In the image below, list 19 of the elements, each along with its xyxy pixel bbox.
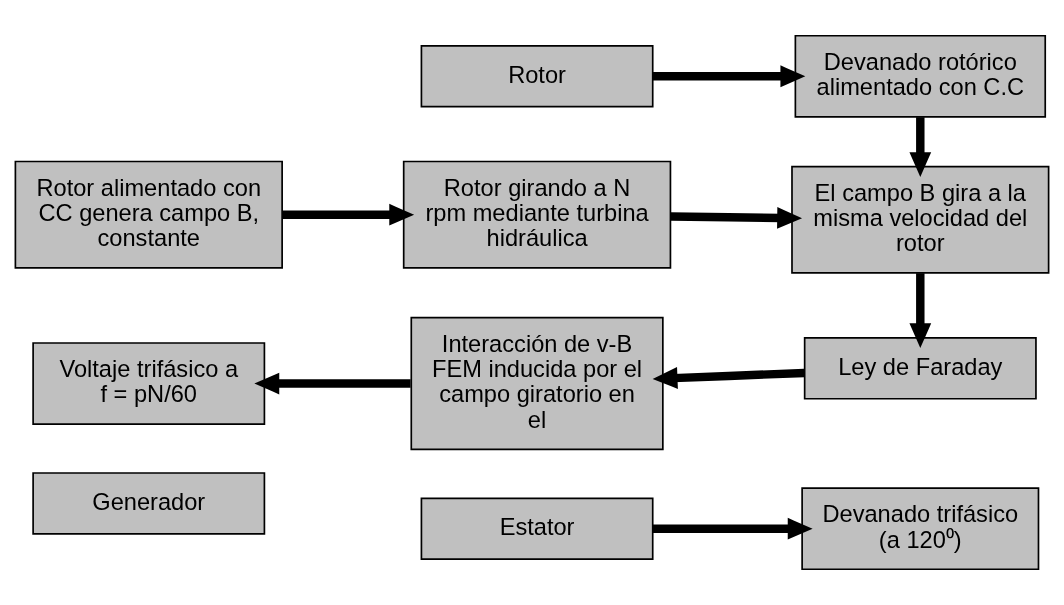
node-box: Ley de Faraday <box>803 337 1037 400</box>
node-box: Generador <box>32 472 266 535</box>
arrow <box>282 203 415 226</box>
node-box: Devanado trifásico (a 120⁰) <box>801 487 1040 571</box>
node-box: Rotor <box>420 45 654 108</box>
arrow <box>652 517 813 540</box>
node-box: Rotor girando a N rpm mediante turbina hidráulica <box>402 160 672 269</box>
node-box: Voltaje trifásico a f = pN/60 <box>32 342 266 425</box>
arrow <box>670 207 803 229</box>
node-box: Interacción de v-B FEM inducida por el campo giratorio en el <box>410 316 664 451</box>
node-box: El campo B gira a la misma velocidad del rotor <box>791 165 1050 274</box>
node-box: Devanado rotórico alimentado con C.C <box>794 34 1047 118</box>
node-box: Estator <box>420 497 654 560</box>
arrow <box>254 372 411 395</box>
node-box: Rotor alimentado con CC genera campo B, constante <box>14 160 283 269</box>
arrow <box>909 117 932 178</box>
arrow <box>909 273 932 349</box>
arrow <box>652 367 805 389</box>
arrow <box>652 65 806 88</box>
